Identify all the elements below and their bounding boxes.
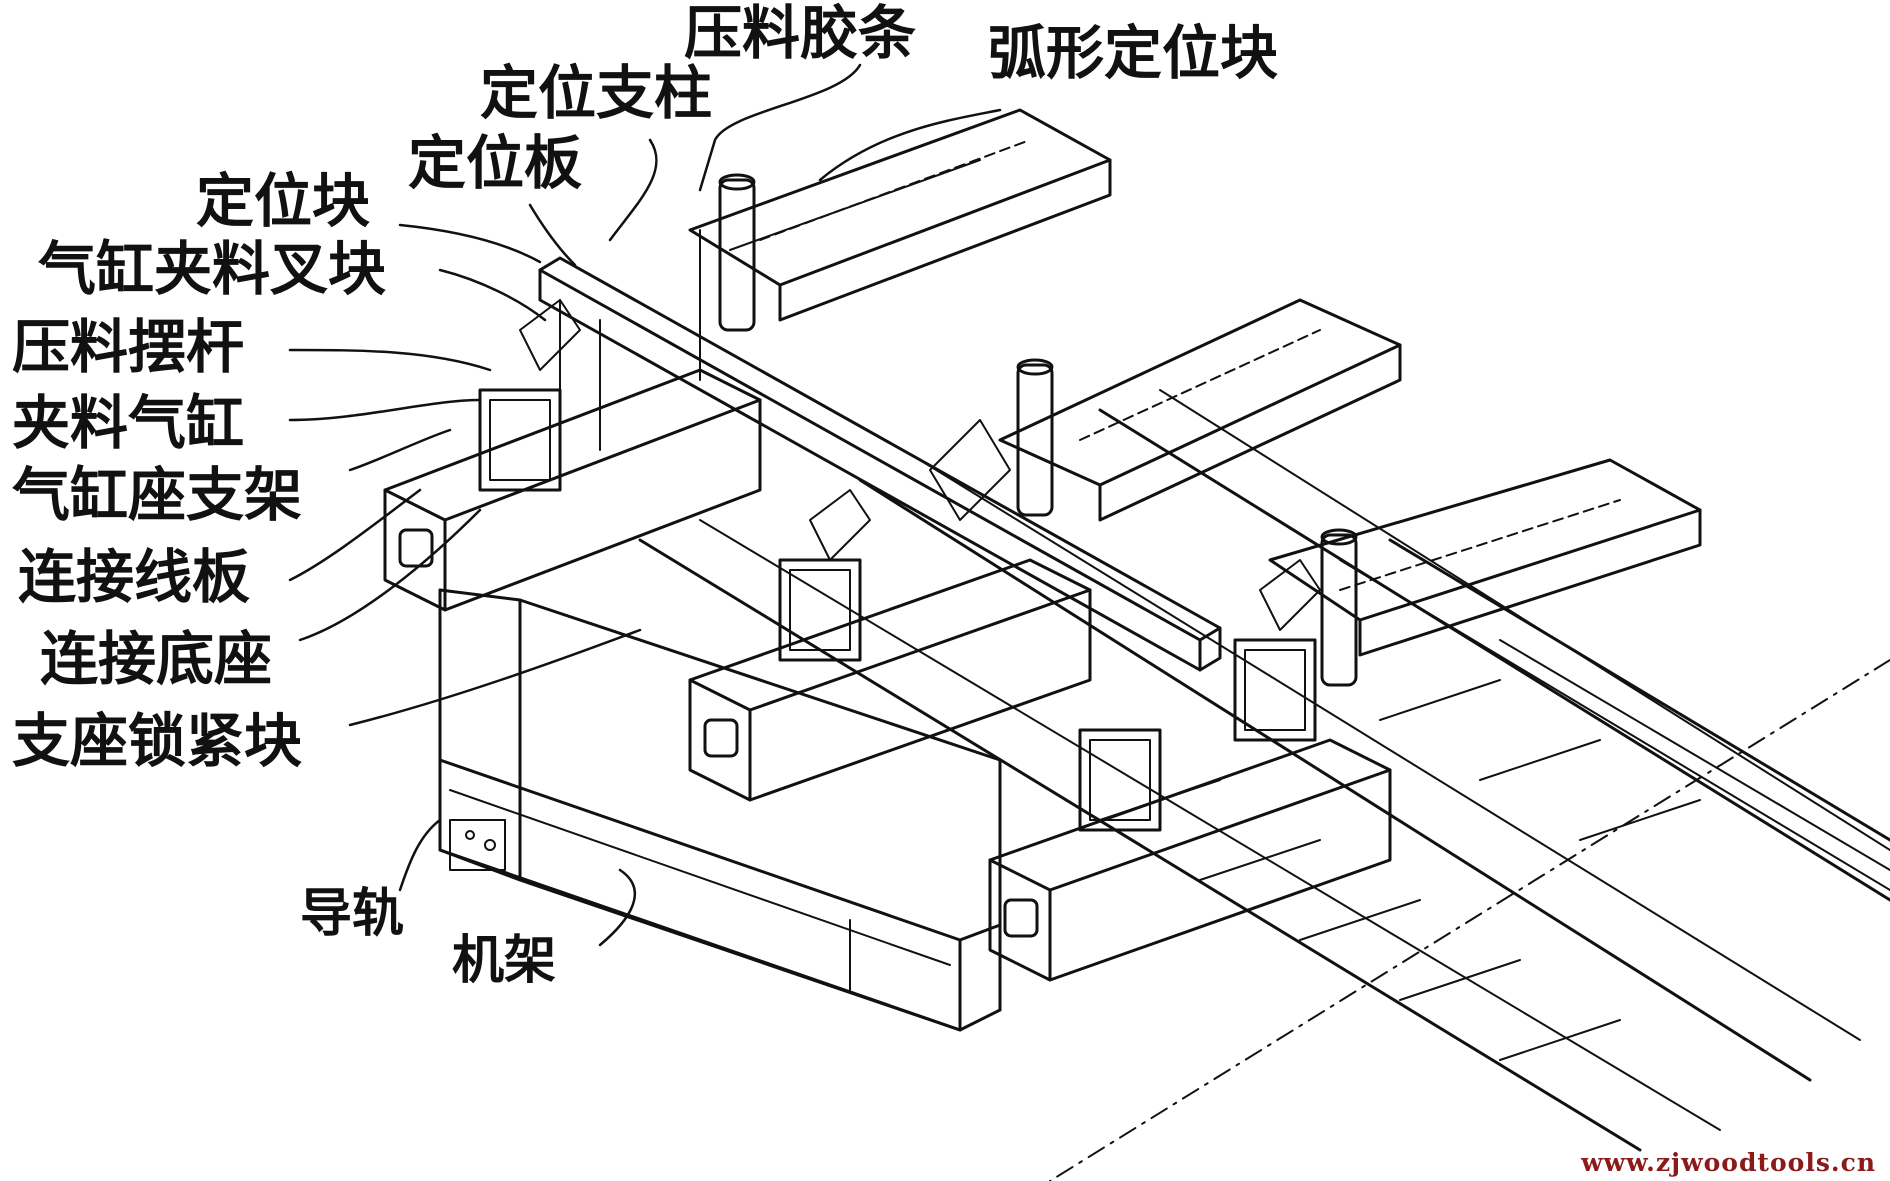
leader-clamping-cylinder — [288, 398, 482, 422]
leader-lines — [288, 63, 1002, 947]
label-connecting-wire-plate: 连接线板 — [18, 543, 251, 611]
leader-pressing-rubber-strip — [698, 63, 862, 192]
label-machine-frame: 机架 — [452, 931, 557, 991]
leader-support-locking-block — [348, 628, 642, 727]
leader-arc-positioning-block — [818, 108, 1002, 182]
label-clamping-cylinder: 夹料气缸 — [12, 389, 245, 457]
leader-machine-frame — [598, 868, 637, 947]
machine-frame — [438, 588, 1002, 1032]
cross-member-bottom — [1268, 458, 1702, 687]
label-cylinder-seat-bracket: 气缸座支架 — [12, 461, 303, 529]
support-unit-center — [688, 489, 1092, 802]
label-arc-positioning-block: 弧形定位块 — [988, 19, 1279, 87]
leader-cylinder-seat-bracket — [348, 428, 452, 472]
leader-cylinder-clamp-fork-block — [438, 268, 547, 322]
leader-pressing-swing-rod — [288, 348, 492, 372]
cross-member-middle — [929, 298, 1402, 522]
guide-rails — [638, 389, 1890, 1181]
leader-guide-rail — [398, 818, 442, 892]
label-positioning-post: 定位支柱 — [480, 59, 713, 127]
leader-positioning-block — [398, 223, 542, 264]
label-cylinder-clamp-fork-block: 气缸夹料叉块 — [38, 235, 387, 303]
label-positioning-block: 定位块 — [196, 167, 371, 235]
leader-positioning-plate — [528, 203, 577, 267]
cross-member-top — [688, 108, 1112, 381]
leader-connecting-wire-plate — [288, 488, 422, 582]
leader-positioning-post — [608, 138, 658, 242]
support-unit-right — [988, 559, 1392, 982]
label-pressing-rubber-strip: 压料胶条 — [684, 0, 917, 67]
label-positioning-plate: 定位板 — [408, 129, 583, 197]
label-connecting-base: 连接底座 — [40, 625, 273, 693]
label-guide-rail: 导轨 — [300, 884, 405, 944]
main-beam — [538, 256, 1222, 672]
label-pressing-swing-rod: 压料摆杆 — [12, 313, 245, 381]
watermark-text: www.zjwoodtools.cn — [1581, 1148, 1876, 1177]
support-unit-left — [383, 299, 762, 612]
leader-connecting-base — [298, 508, 482, 642]
label-support-locking-block: 支座锁紧块 — [12, 707, 303, 775]
